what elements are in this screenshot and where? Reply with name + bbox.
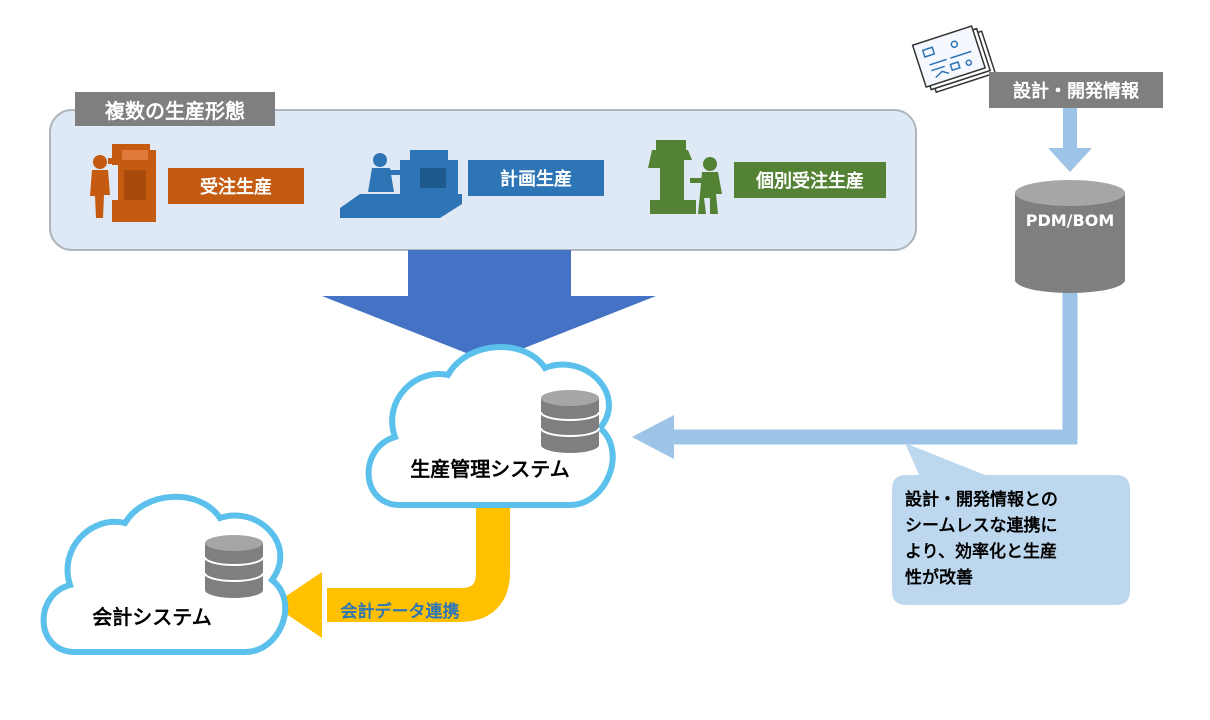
callout-line-1: 設計・開発情報との [905, 489, 1058, 510]
callout-line-2: シームレスな連携に [905, 515, 1058, 536]
individual-order-production-label: 個別受注生産 [734, 162, 886, 198]
big-down-arrow [322, 250, 656, 362]
callout-line-3: より、効率化と生産 [905, 541, 1057, 562]
design-documents-icon [911, 25, 997, 94]
accounting-link-arrowhead [273, 572, 322, 638]
production-cloud [365, 344, 616, 508]
order-production-label: 受注生産 [168, 168, 304, 204]
accounting-link-label: 会計データ連携 [341, 601, 460, 622]
individual-order-machine-icon [648, 140, 722, 214]
pdm-to-production-connector [674, 292, 1078, 445]
callout-bubble [892, 475, 1130, 605]
design-to-pdm-arrow [1048, 106, 1092, 172]
production-database [540, 390, 600, 453]
pdm-bom-label: PDM/BOM [1026, 211, 1115, 230]
pdm-to-production-arrowhead [632, 415, 674, 459]
order-production-machine-icon [90, 144, 156, 222]
production-system-label: 生産管理システム [410, 457, 569, 481]
design-info-label: 設計・開発情報 [989, 72, 1163, 108]
planned-production-label: 計画生産 [468, 160, 604, 196]
accounting-system-label: 会計システム [92, 605, 211, 629]
accounting-database [204, 535, 264, 598]
callout-line-4: 性が改善 [905, 567, 973, 588]
callout-pointer [905, 443, 990, 477]
production-forms-title: 複数の生産形態 [75, 92, 275, 126]
planned-production-machine-icon [340, 150, 462, 218]
accounting-link-connector [327, 508, 510, 622]
pdm-bom-database [1015, 180, 1125, 293]
